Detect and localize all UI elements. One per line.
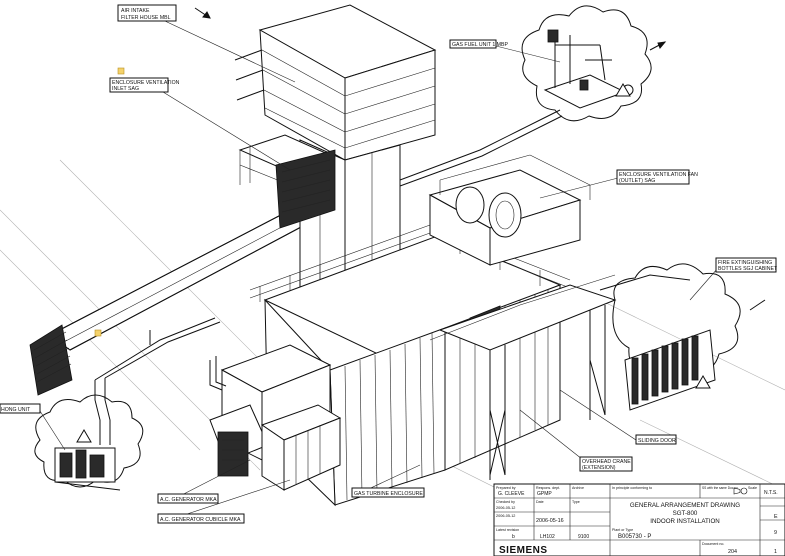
tb-rev-label: Latest revision <box>496 528 519 532</box>
label-overhead-crane-1: OVERHEAD CRANE <box>582 459 631 465</box>
label-ac-generator-cubicle: A.C. GENERATOR CUBICLE MKA <box>160 517 241 523</box>
reference-markers <box>76 67 711 443</box>
gas-fuel-unit <box>521 5 652 122</box>
fuel-pipe <box>399 109 563 187</box>
tb-archive-label: Archive <box>572 486 584 490</box>
tb-title-2: SGT-800 <box>673 510 698 517</box>
pipe-rack-left <box>94 317 221 445</box>
tb-title-1: GENERAL ARRANGEMENT DRAWING <box>630 502 740 509</box>
direction-arrows <box>194 7 766 311</box>
tb-prepared-by-label: Prepared by <box>496 486 516 490</box>
label-gas-turbine-enclosure: GAS TURBINE ENCLOSURE <box>354 491 423 497</box>
tb-side-1: E <box>774 514 778 520</box>
generator-exhaust-pipes <box>209 356 227 391</box>
tb-side-3: 1 <box>774 549 777 555</box>
label-enclosure-vent-inlet-2: INLET SAG <box>112 86 139 92</box>
tb-prepared-by: G. CLEEVE <box>498 491 525 497</box>
tb-lh: LH102 <box>540 534 555 540</box>
labels: AIR INTAKE FILTER HOUSE MBL ENCLOSURE VE… <box>0 4 778 524</box>
tb-size-note: SS with the same Doc.no. <box>702 486 739 490</box>
label-gas-fuel-unit: GAS FUEL UNIT 1 MBP <box>452 42 508 48</box>
tb-principle-label: In principle conforming to <box>612 486 652 490</box>
enclosure-ventilation-inlet <box>275 149 336 229</box>
label-filter-house: FILTER HOUSE MBL <box>121 15 171 21</box>
leader-lines <box>39 13 719 520</box>
tb-resp-dept-label: Respons. dept. <box>536 486 560 490</box>
inlet-duct <box>29 204 319 396</box>
enclosure-ventilation-fan <box>428 154 591 266</box>
label-fire-ext-1: FIRE EXTINGUISHING <box>718 260 772 266</box>
tb-title-3: INDOOR INSTALLATION <box>650 518 720 525</box>
label-fire-ext-2: BOTTLES SGJ CABINET <box>718 266 778 272</box>
cooling-unit-cloud <box>34 394 144 491</box>
label-overhead-crane-2: (EXTENSION) <box>582 465 616 471</box>
title-block: Prepared by G. CLEEVE Checked by 2006-05… <box>493 483 785 556</box>
label-enclosure-vent-fan-1: ENCLOSURE VENTILATION FAN <box>619 172 698 178</box>
tb-scale: N.T.S. <box>764 490 778 496</box>
tb-resp-dept: GPMP <box>537 491 552 497</box>
tb-doc-no: B005730 - P <box>618 534 651 540</box>
tb-doc-no-label: Document no. <box>702 542 724 546</box>
ac-generator-cubicle <box>260 404 342 491</box>
label-air-intake: AIR INTAKE <box>121 8 150 14</box>
tb-scale-label: Scale <box>748 486 757 490</box>
fire-extinguishing-cabinet <box>599 263 741 411</box>
tb-plant-label: Plant or Type <box>612 528 633 532</box>
label-ac-generator: A.C. GENERATOR MKA <box>160 497 217 503</box>
tb-date: 2006-05-16 <box>536 518 564 524</box>
tb-rev: b <box>512 534 515 540</box>
label-enclosure-vent-inlet-1: ENCLOSURE VENTILATION <box>112 80 180 86</box>
tb-code: 9100 <box>578 534 589 540</box>
projection-symbol-icon <box>733 487 748 495</box>
overhead-crane <box>429 274 617 480</box>
tb-type-label: Type <box>572 500 580 504</box>
tb-sheet-no: 204 <box>728 549 737 555</box>
label-cooling-unit: HONG UNIT <box>1 407 31 413</box>
tb-side-2: 9 <box>774 530 777 536</box>
tb-checked-date: 2006-05-12 <box>496 506 515 510</box>
siemens-logo: SIEMENS <box>499 545 548 556</box>
tb-date-label: Date <box>536 500 544 504</box>
tb-checked-label: Checked by <box>496 500 515 504</box>
tb-approved-date: 2006-05-12 <box>496 514 515 518</box>
inlet-louvre-grille <box>29 324 73 396</box>
label-sliding-door: SLIDING DOOR <box>638 438 676 444</box>
label-enclosure-vent-fan-2: (OUTLET) SAG <box>619 178 655 184</box>
